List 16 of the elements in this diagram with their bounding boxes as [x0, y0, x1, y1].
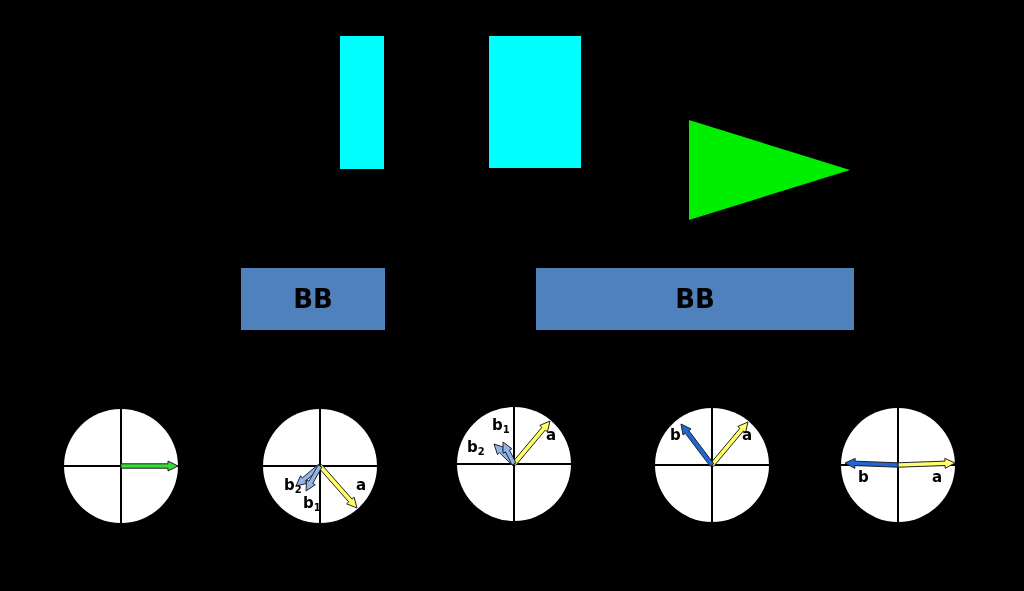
- vector-label: a: [932, 470, 943, 485]
- vector-label: a: [742, 428, 753, 443]
- vector-label: a: [546, 428, 557, 443]
- vector-label: a: [356, 478, 367, 493]
- vector-label: b: [670, 428, 681, 443]
- band-label: BB: [675, 284, 715, 314]
- band-label: BB: [293, 284, 333, 314]
- vector-label: b$_{1}$: [492, 418, 510, 433]
- triangle-shape: [689, 120, 850, 220]
- rectangle-shape: [489, 36, 581, 168]
- band-box: [241, 268, 385, 330]
- vector-label: b: [858, 470, 869, 485]
- vector-label: b$_{2}$: [284, 478, 302, 493]
- rectangle-shape: [340, 36, 384, 169]
- vector-label: b$_{2}$: [467, 440, 485, 455]
- band-box: [536, 268, 854, 330]
